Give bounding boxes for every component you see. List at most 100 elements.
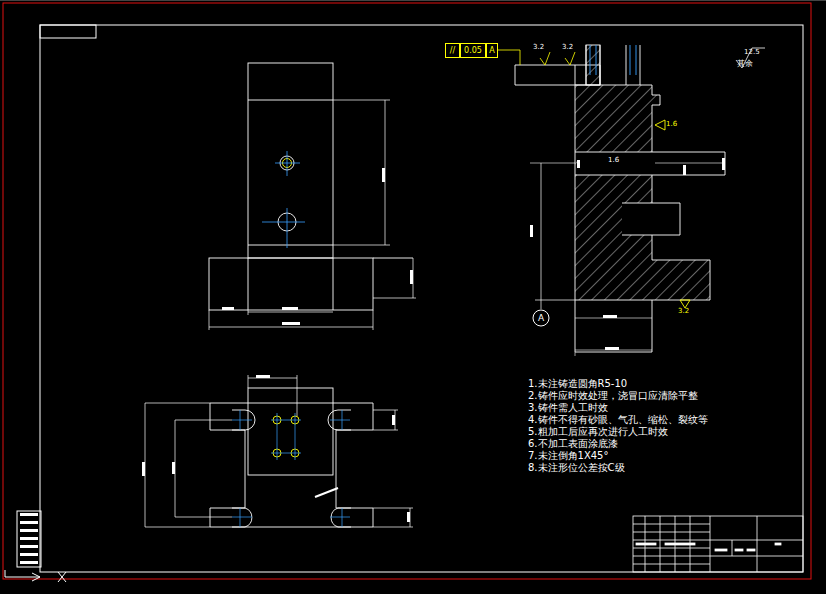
technical-note: 2.铸件应时效处理，浇冒口应清除平整 [528, 390, 698, 401]
section-view [736, 48, 765, 68]
dimension-text [142, 462, 145, 476]
section-view [530, 163, 725, 164]
title-block [735, 549, 743, 551]
side-strip [20, 545, 38, 548]
roughness-value: 3.2 [678, 308, 689, 316]
technical-note: 5.粗加工后应再次进行人工时效 [528, 426, 668, 437]
dimension-text [392, 415, 395, 425]
title-block [660, 516, 661, 572]
datum-circle: A [532, 309, 550, 327]
ucs-icon [58, 572, 66, 582]
sheet-border [40, 25, 96, 38]
tolerance-frame-cell: 0.05 [460, 43, 486, 58]
front-view [373, 258, 413, 259]
side-strip [20, 553, 38, 556]
side-strip [20, 521, 38, 524]
title-block [665, 543, 695, 545]
tolerance-frame-cell: A [486, 43, 498, 58]
side-strip [20, 561, 38, 564]
section-view [535, 163, 575, 309]
section-view [498, 50, 575, 65]
front-view [209, 63, 416, 330]
dimension-text [603, 315, 617, 318]
technical-note: 4.铸件不得有砂眼、气孔、缩松、裂纹等 [528, 414, 708, 425]
title-block [633, 524, 710, 525]
top-view [331, 508, 351, 527]
front-view [209, 310, 373, 330]
roughness-value: 3.2 [533, 44, 544, 52]
ucs-icon [5, 570, 40, 581]
title-block [775, 543, 781, 545]
dimension-text [605, 347, 619, 350]
technical-note: 6.不加工表面涂底漆 [528, 438, 618, 449]
sheet-border [0, 0, 826, 579]
roughness-value: 1.6 [666, 121, 677, 129]
dimension-text [382, 168, 385, 182]
side-strip [20, 513, 38, 516]
front-view [248, 63, 333, 258]
section-view [498, 45, 765, 356]
top-view [210, 403, 373, 527]
title-block [715, 549, 727, 551]
technical-note: 8.未注形位公差按C级 [528, 462, 625, 473]
section-view [575, 85, 710, 300]
sheet-border [40, 25, 803, 572]
dimension-text [722, 158, 725, 170]
roughness-value: 1.6 [608, 157, 619, 165]
ucs-icon [5, 570, 66, 582]
technical-note: 1.未注铸造圆角R5-10 [528, 378, 627, 389]
front-view [248, 100, 333, 101]
side-strip [17, 511, 41, 567]
dimension-text [256, 375, 270, 378]
top-view [232, 508, 252, 527]
title-block [757, 516, 758, 572]
sheet-border [0, 0, 826, 1]
title-block [633, 532, 710, 533]
front-view [262, 151, 305, 248]
title-block [633, 516, 803, 572]
dimension-text [142, 375, 410, 522]
front-view [209, 258, 373, 310]
top-view [315, 488, 338, 497]
title-block [633, 564, 710, 565]
roughness-value: 12.5 [744, 49, 760, 57]
top-view [175, 420, 232, 517]
title-block [633, 540, 803, 541]
title-block [747, 549, 755, 551]
side-strip [17, 511, 41, 567]
dimension-text [577, 160, 580, 168]
section-view [575, 45, 640, 85]
dimension-text [407, 512, 410, 522]
section-view [622, 203, 680, 235]
dimension-text [282, 322, 300, 325]
top-view [248, 375, 297, 416]
title-block [636, 543, 656, 545]
sheet-border [3, 3, 811, 579]
dimension-text [222, 307, 234, 310]
dimension-text [530, 225, 533, 237]
section-view [575, 300, 652, 352]
frame-text: A [538, 314, 544, 323]
side-strip [20, 529, 38, 532]
dimension-text [172, 462, 175, 474]
title-block [633, 516, 803, 572]
section-view [655, 120, 690, 308]
front-view [333, 258, 334, 310]
dimension-text [530, 158, 725, 350]
top-view [373, 410, 413, 527]
frame-text: 0.05 [464, 47, 482, 55]
top-view [232, 410, 350, 527]
front-view [373, 258, 416, 298]
title-block [732, 540, 733, 556]
side-strip [20, 537, 38, 540]
title-block [710, 516, 711, 572]
dimension-text [683, 165, 686, 175]
front-view [333, 100, 390, 245]
top-view [145, 403, 210, 527]
section-view [515, 65, 600, 85]
top-view [145, 375, 413, 527]
front-view [248, 245, 333, 246]
technical-note: 3.铸件需人工时效 [528, 402, 608, 413]
top-view [248, 388, 333, 475]
